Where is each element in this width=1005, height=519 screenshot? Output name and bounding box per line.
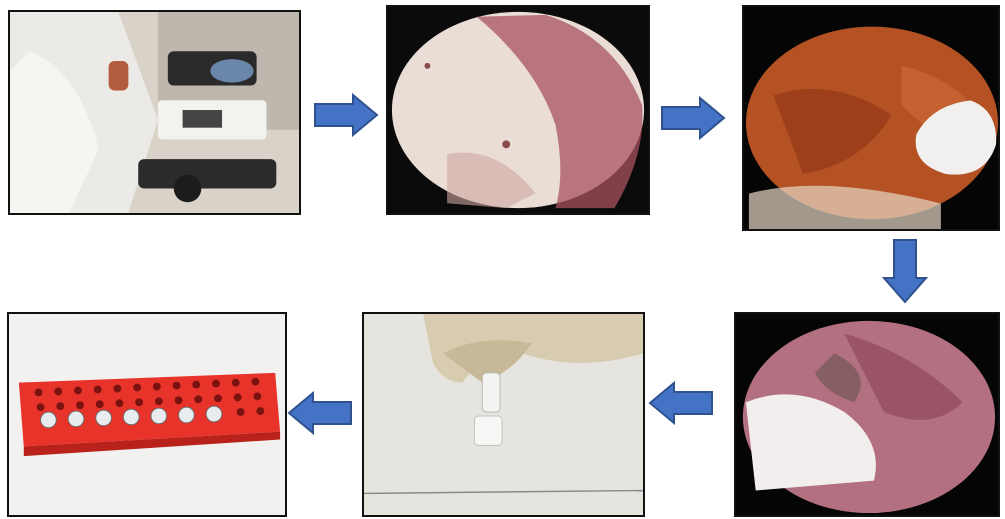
step-2-endoscopic-view (386, 5, 650, 215)
arrow-right-1 (313, 93, 379, 137)
step-3-endoscopic-view-swab (742, 5, 1000, 231)
arrow-right-2 (660, 96, 726, 140)
step-4-endoscopic-view-pink (734, 312, 1000, 517)
gloved-hand-scene (364, 314, 643, 515)
arrow-left-1 (648, 381, 714, 425)
endoscope-image-pink (736, 314, 998, 515)
step-6-tube-rack-photo (7, 312, 287, 517)
endoscope-image-pale (388, 7, 648, 213)
microscope-scene (10, 12, 299, 213)
step-1-microscope-photo (8, 10, 301, 215)
step-5-sample-tube-photo (362, 312, 645, 517)
arrow-down-1 (882, 238, 928, 304)
arrow-left-2 (287, 391, 353, 435)
tube-rack-scene (9, 314, 285, 515)
endoscope-image-orange (744, 7, 998, 229)
